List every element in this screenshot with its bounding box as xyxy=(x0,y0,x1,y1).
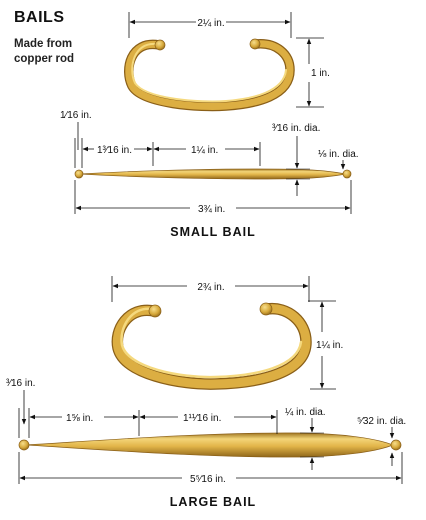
large-bail-taper-length-label: 1⅝ in. xyxy=(66,413,93,424)
small-bail-end-diameter-label: ⅛ in. dia. xyxy=(318,149,359,160)
small-bail-end-offset-label: 1⁄16 in. xyxy=(60,110,92,121)
large-bail-rod xyxy=(18,432,402,458)
small-bail-group: 2¼ in. 1 in. 1⁄16 in. xyxy=(60,12,359,215)
large-bail-end-diameter-label: ⁵⁄32 in. dia. xyxy=(357,416,406,427)
large-bail-caption: LARGE BAIL xyxy=(169,495,257,509)
small-bail-rod xyxy=(74,168,352,180)
diagram-subtitle: Made from copper rod xyxy=(14,38,75,65)
large-bail-width-label: 2¾ in. xyxy=(197,282,224,293)
large-bail-end-offset-label: ³⁄16 in. xyxy=(6,378,35,389)
large-bail-height-label: 1¼ in. xyxy=(316,339,343,351)
small-bail-center-length-label: 1¼ in. xyxy=(191,144,218,156)
large-bail-center-length-label: 1¹¹⁄16 in. xyxy=(183,413,221,424)
small-bail-overall-length-label: 3¾ in. xyxy=(198,204,225,215)
large-bail-center-diameter-label: ¼ in. dia. xyxy=(285,406,326,418)
small-bail-caption: SMALL BAIL xyxy=(170,225,256,239)
small-bail-height-label: 1 in. xyxy=(311,68,330,79)
large-bail-group: 2¾ in. 1¼ in. ³⁄16 in. xyxy=(6,276,406,485)
large-bail-bent-shape xyxy=(111,302,312,390)
large-bail-overall-length-label: 5⁵⁄16 in. xyxy=(190,474,226,485)
small-bail-center-diameter-label: ³⁄16 in. dia. xyxy=(272,123,320,134)
small-bail-bent-shape xyxy=(124,38,295,112)
small-bail-taper-length-label: 1³⁄16 in. xyxy=(97,145,132,156)
diagram-title: BAILS xyxy=(14,9,65,26)
small-bail-width-label: 2¼ in. xyxy=(197,17,224,29)
